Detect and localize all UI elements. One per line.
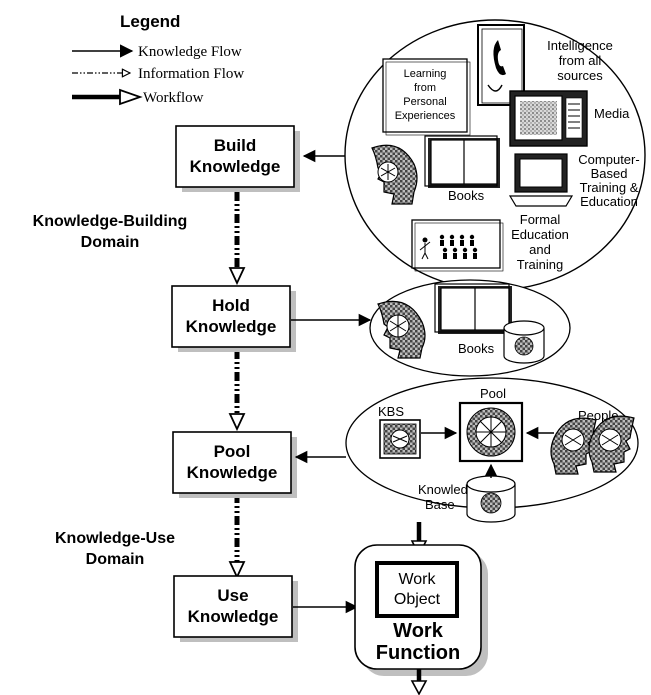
person-head-icon xyxy=(377,300,426,359)
workflow-arrow-head-icon xyxy=(228,561,246,580)
pool-cluster: Pool KBS People Knowledge Base xyxy=(345,377,639,523)
legend-knowledge-flow-label: Knowledge Flow xyxy=(138,44,242,60)
process-box-pool[interactable]: Pool Knowledge xyxy=(172,431,297,498)
books-icon xyxy=(434,283,512,334)
work-function-line1: Work xyxy=(393,620,444,642)
hold-cluster: Books xyxy=(369,279,571,377)
process-box-hold-line2: Knowledge xyxy=(186,317,277,336)
classroom-icon xyxy=(411,219,504,272)
process-box-build-line2: Knowledge xyxy=(190,157,281,176)
cbt-line3: Training & xyxy=(580,180,639,195)
books-icon xyxy=(424,135,500,188)
legend-workflow-label: Workflow xyxy=(143,90,204,106)
workflow-arrow-heads xyxy=(228,267,246,580)
kb-line1: Knowledge xyxy=(418,482,482,497)
process-box-hold[interactable]: Hold Knowledge xyxy=(171,285,296,352)
database-icon xyxy=(466,475,516,523)
people-icon xyxy=(550,415,635,475)
workflow-arrow-head-icon xyxy=(410,680,428,695)
formal-line2: Education xyxy=(511,227,569,242)
learning-line4: Experiences xyxy=(395,110,456,122)
process-box-use[interactable]: Use Knowledge xyxy=(173,575,298,642)
learning-card xyxy=(382,58,468,133)
process-box-build-line1: Build xyxy=(214,136,257,155)
knowledge-sources-cluster: Learning from Personal Experiences Intel… xyxy=(344,19,646,291)
kb-line2: Base xyxy=(425,497,455,512)
work-object-box[interactable] xyxy=(375,561,459,618)
legend-knowledge-flow: Knowledge Flow xyxy=(72,44,242,60)
hold-books-label: Books xyxy=(458,341,495,356)
process-box-use-line2: Knowledge xyxy=(188,607,279,626)
legend-information-flow-label: Information Flow xyxy=(138,66,244,82)
learning-line3: Personal xyxy=(403,96,446,108)
media-tv-icon xyxy=(509,90,588,147)
domain-use-line1: Knowledge-Use xyxy=(55,530,175,547)
process-box-build[interactable]: Build Knowledge xyxy=(175,125,300,192)
cbt-line2: Based xyxy=(591,166,628,181)
kbs-label: KBS xyxy=(378,404,404,419)
process-box-pool-line1: Pool xyxy=(214,442,251,461)
intelligence-line2: from all xyxy=(559,53,602,68)
pool-icon[interactable] xyxy=(458,401,524,463)
workflow-arrow-head-icon xyxy=(119,88,143,106)
cbt-line1: Computer- xyxy=(578,152,639,167)
media-label: Media xyxy=(594,106,630,121)
computer-icon xyxy=(508,153,574,207)
learning-line1: Learning xyxy=(404,68,447,80)
kbs-icon xyxy=(379,419,421,459)
intelligence-line1: Intelligence xyxy=(547,38,613,53)
intelligence-line3: sources xyxy=(557,68,603,83)
legend: Legend Knowledge Flow Information Flow W… xyxy=(72,12,244,106)
cbt-line4: Education xyxy=(580,194,638,209)
domain-use-line2: Domain xyxy=(86,551,145,568)
books-label: Books xyxy=(448,188,485,203)
pool-label: Pool xyxy=(480,386,506,401)
work-object-line2: Object xyxy=(394,591,441,608)
domain-building-line1: Knowledge-Building xyxy=(33,213,188,230)
workflow-arrow-head-icon xyxy=(228,413,246,432)
person-head-icon xyxy=(371,144,418,205)
legend-information-flow: Information Flow xyxy=(72,66,244,82)
learning-line2: from xyxy=(414,82,436,94)
formal-line3: and xyxy=(529,242,551,257)
work-function[interactable]: Work Object Work Function xyxy=(354,544,488,676)
workflow-arrow-head-icon xyxy=(228,267,246,286)
formal-line4: Training xyxy=(517,257,563,272)
domain-building-line2: Domain xyxy=(81,234,140,251)
database-icon xyxy=(503,320,545,364)
process-box-hold-line1: Hold xyxy=(212,296,250,315)
work-function-line2: Function xyxy=(376,642,460,664)
process-box-pool-line2: Knowledge xyxy=(187,463,278,482)
work-object-line1: Work xyxy=(398,571,436,588)
legend-title: Legend xyxy=(120,12,180,31)
process-box-use-line1: Use xyxy=(217,586,248,605)
legend-workflow: Workflow xyxy=(72,88,204,106)
formal-line1: Formal xyxy=(520,212,561,227)
